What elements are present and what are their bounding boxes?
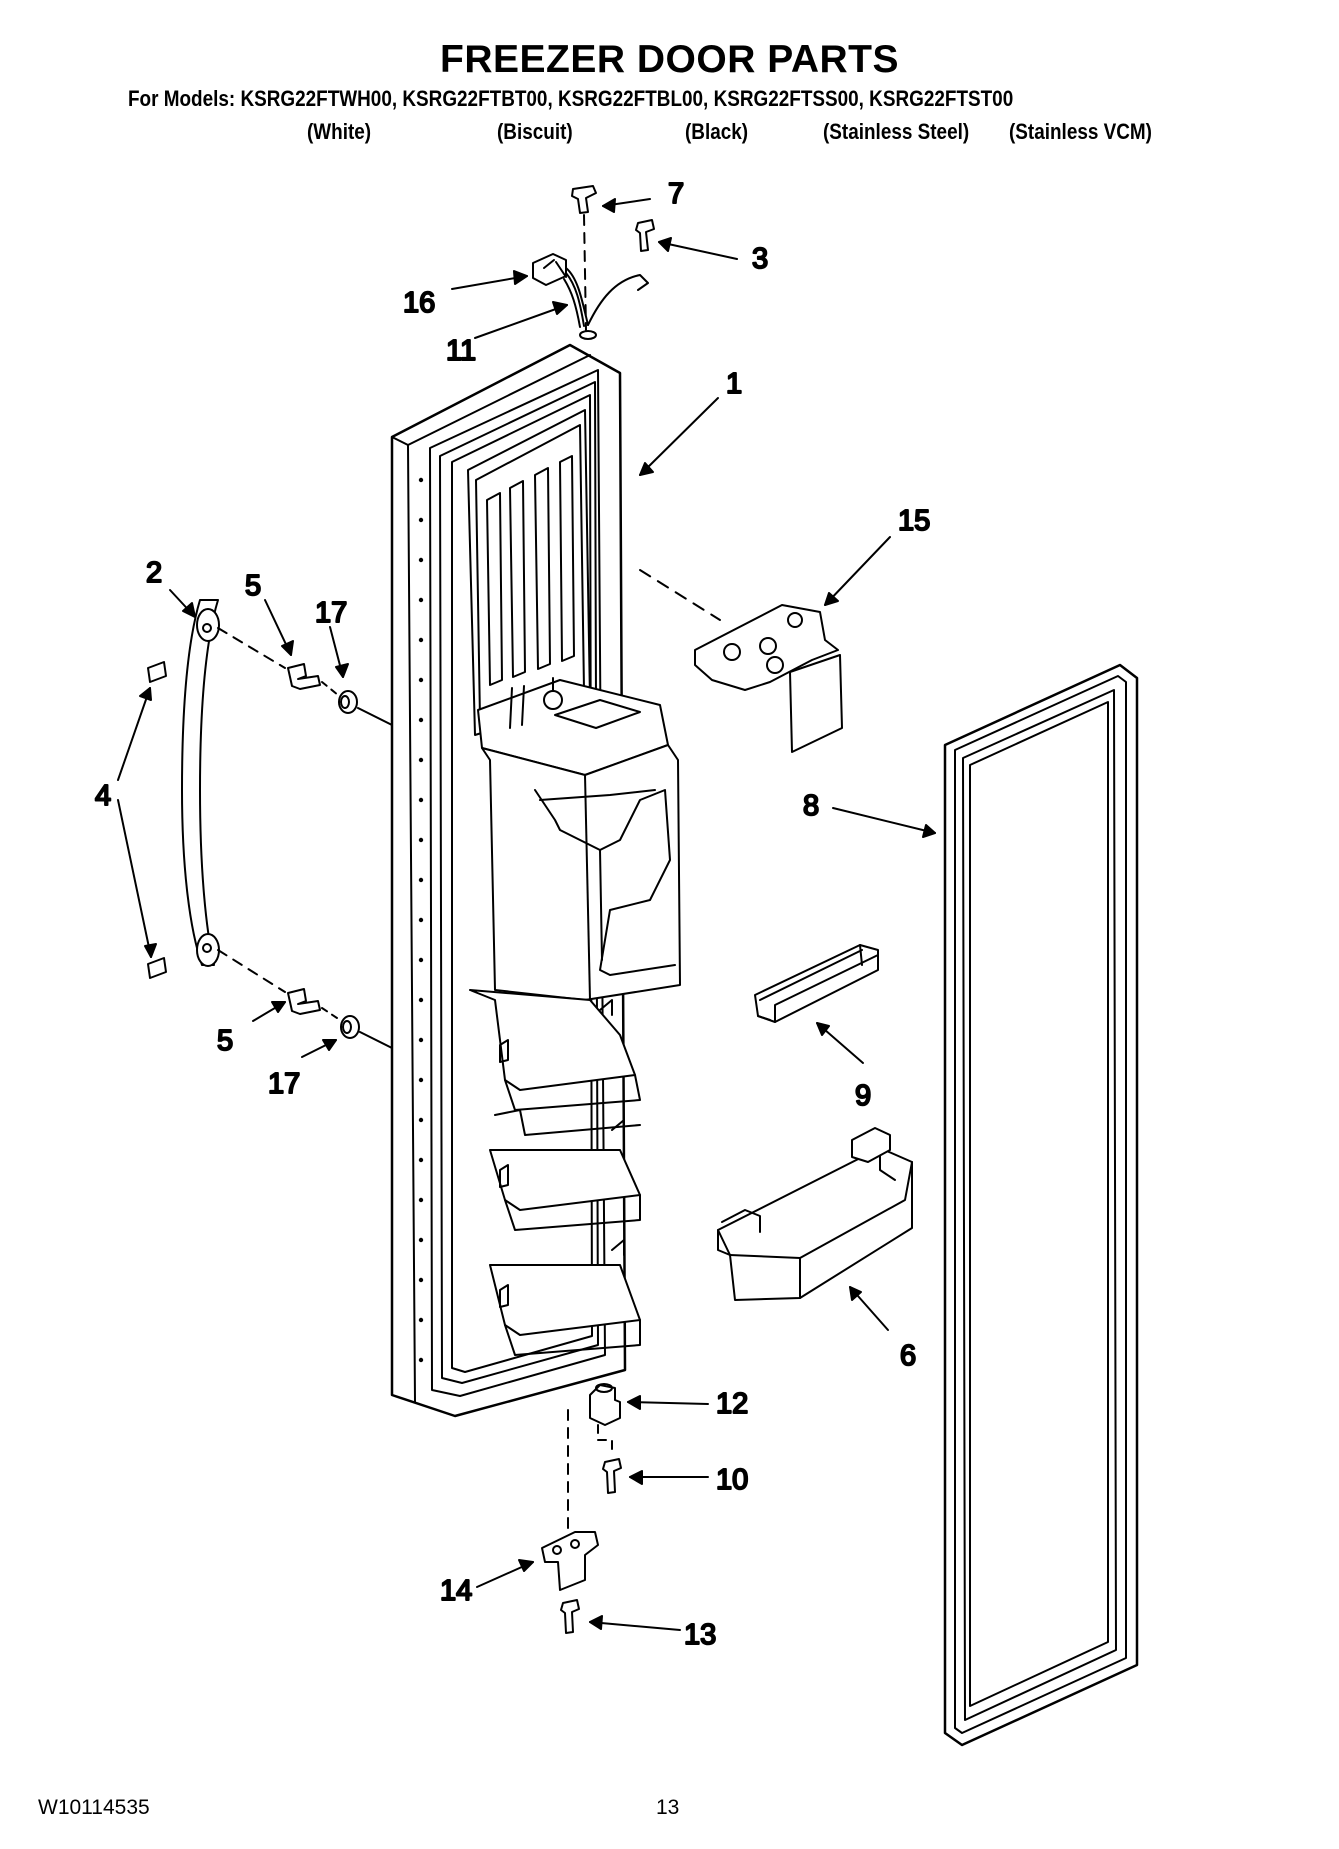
top-fasteners <box>532 185 655 340</box>
color-biscuit: (Biscuit) <box>497 119 573 144</box>
callout-2: 2 <box>146 557 162 589</box>
page-title: FREEZER DOOR PARTS <box>440 38 899 81</box>
callout-14: 14 <box>440 1575 472 1607</box>
page-number: 13 <box>656 1796 680 1819</box>
part-15-plate <box>639 569 843 753</box>
models-line: For Models: KSRG22FTWH00, KSRG22FTBT00, … <box>128 86 1014 111</box>
callout-7: 7 <box>668 178 684 210</box>
handle-assembly <box>147 599 393 1049</box>
part-9-channel <box>754 944 879 1023</box>
callout-17-top: 17 <box>315 597 347 629</box>
color-stainless-steel: (Stainless Steel) <box>823 119 970 144</box>
callout-3: 3 <box>752 243 768 275</box>
callout-12: 12 <box>716 1388 748 1420</box>
color-white: (White) <box>307 119 372 144</box>
part-8-gasket <box>943 663 1139 1747</box>
leader-arrows <box>117 198 936 1631</box>
callout-5-bottom: 5 <box>217 1025 233 1057</box>
callout-8: 8 <box>803 790 819 822</box>
callout-16: 16 <box>403 287 435 319</box>
callout-17-bottom: 17 <box>268 1068 300 1100</box>
callout-1: 1 <box>726 368 742 400</box>
part-6-bin <box>717 1127 913 1301</box>
callout-13: 13 <box>684 1619 716 1651</box>
callout-10: 10 <box>716 1464 748 1496</box>
freezer-door-part <box>390 343 681 1418</box>
callout-labels: 7 3 16 11 1 15 2 5 17 4 8 5 17 9 6 12 10… <box>94 177 931 1652</box>
callout-15: 15 <box>898 505 930 537</box>
callout-4: 4 <box>95 780 111 812</box>
document-number: W10114535 <box>38 1796 150 1819</box>
callout-6: 6 <box>900 1340 916 1372</box>
color-black: (Black) <box>685 119 749 144</box>
callout-5-top: 5 <box>245 570 261 602</box>
bottom-hinge-assembly <box>541 1383 622 1634</box>
callout-11: 11 <box>446 335 476 367</box>
callout-9: 9 <box>855 1080 871 1112</box>
color-stainless-vcm: (Stainless VCM) <box>1009 119 1152 144</box>
